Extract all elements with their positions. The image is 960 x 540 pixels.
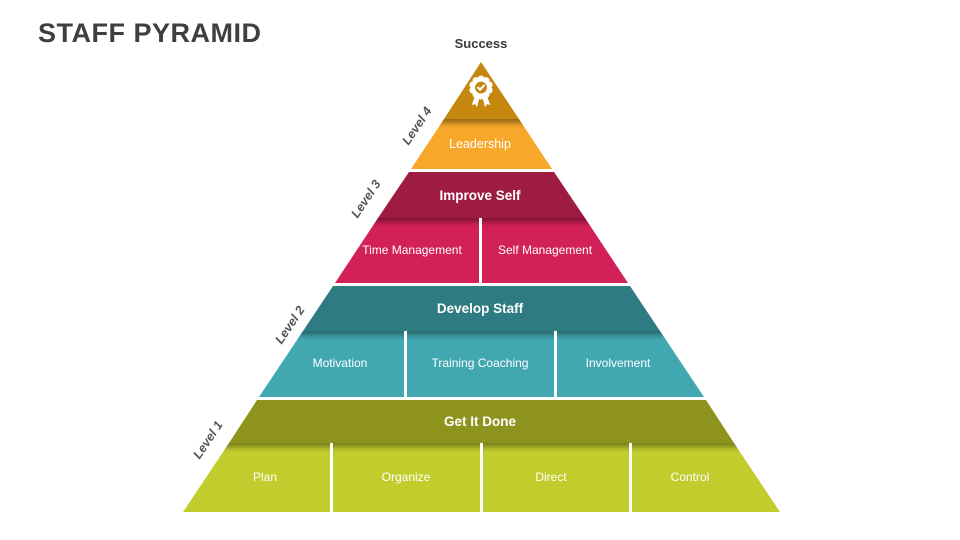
level-2-title: Develop Staff	[436, 301, 524, 316]
success-label: Success	[454, 36, 508, 51]
cell-motivation: Motivation	[312, 356, 368, 371]
level-3-title: Improve Self	[439, 187, 521, 203]
level-4-title: Leadership	[449, 137, 511, 151]
level-2-items-band	[259, 331, 704, 397]
cell-time-management: Time Management	[362, 242, 462, 257]
cell-involvement: Involvement	[585, 356, 651, 371]
cell-divider	[404, 331, 407, 397]
cell-divider	[330, 443, 333, 512]
cell-control: Control	[670, 469, 710, 484]
cell-divider	[479, 218, 482, 283]
cell-training-coaching: Training Coaching	[431, 356, 529, 371]
level-2-header-band	[303, 286, 660, 331]
level-3-header-band	[378, 172, 585, 218]
cell-divider	[480, 443, 483, 512]
cell-divider	[629, 443, 632, 512]
cell-self-management: Self Management	[497, 242, 593, 257]
cell-plan: Plan	[252, 469, 278, 484]
level-1-title: Get It Done	[443, 414, 516, 429]
cell-direct: Direct	[535, 469, 567, 484]
level-1-header-band	[229, 400, 734, 443]
award-medal-icon	[469, 75, 493, 108]
page-title: STAFF PYRAMID	[38, 18, 262, 48]
cell-organize: Organize	[381, 469, 431, 484]
cell-divider	[554, 331, 557, 397]
